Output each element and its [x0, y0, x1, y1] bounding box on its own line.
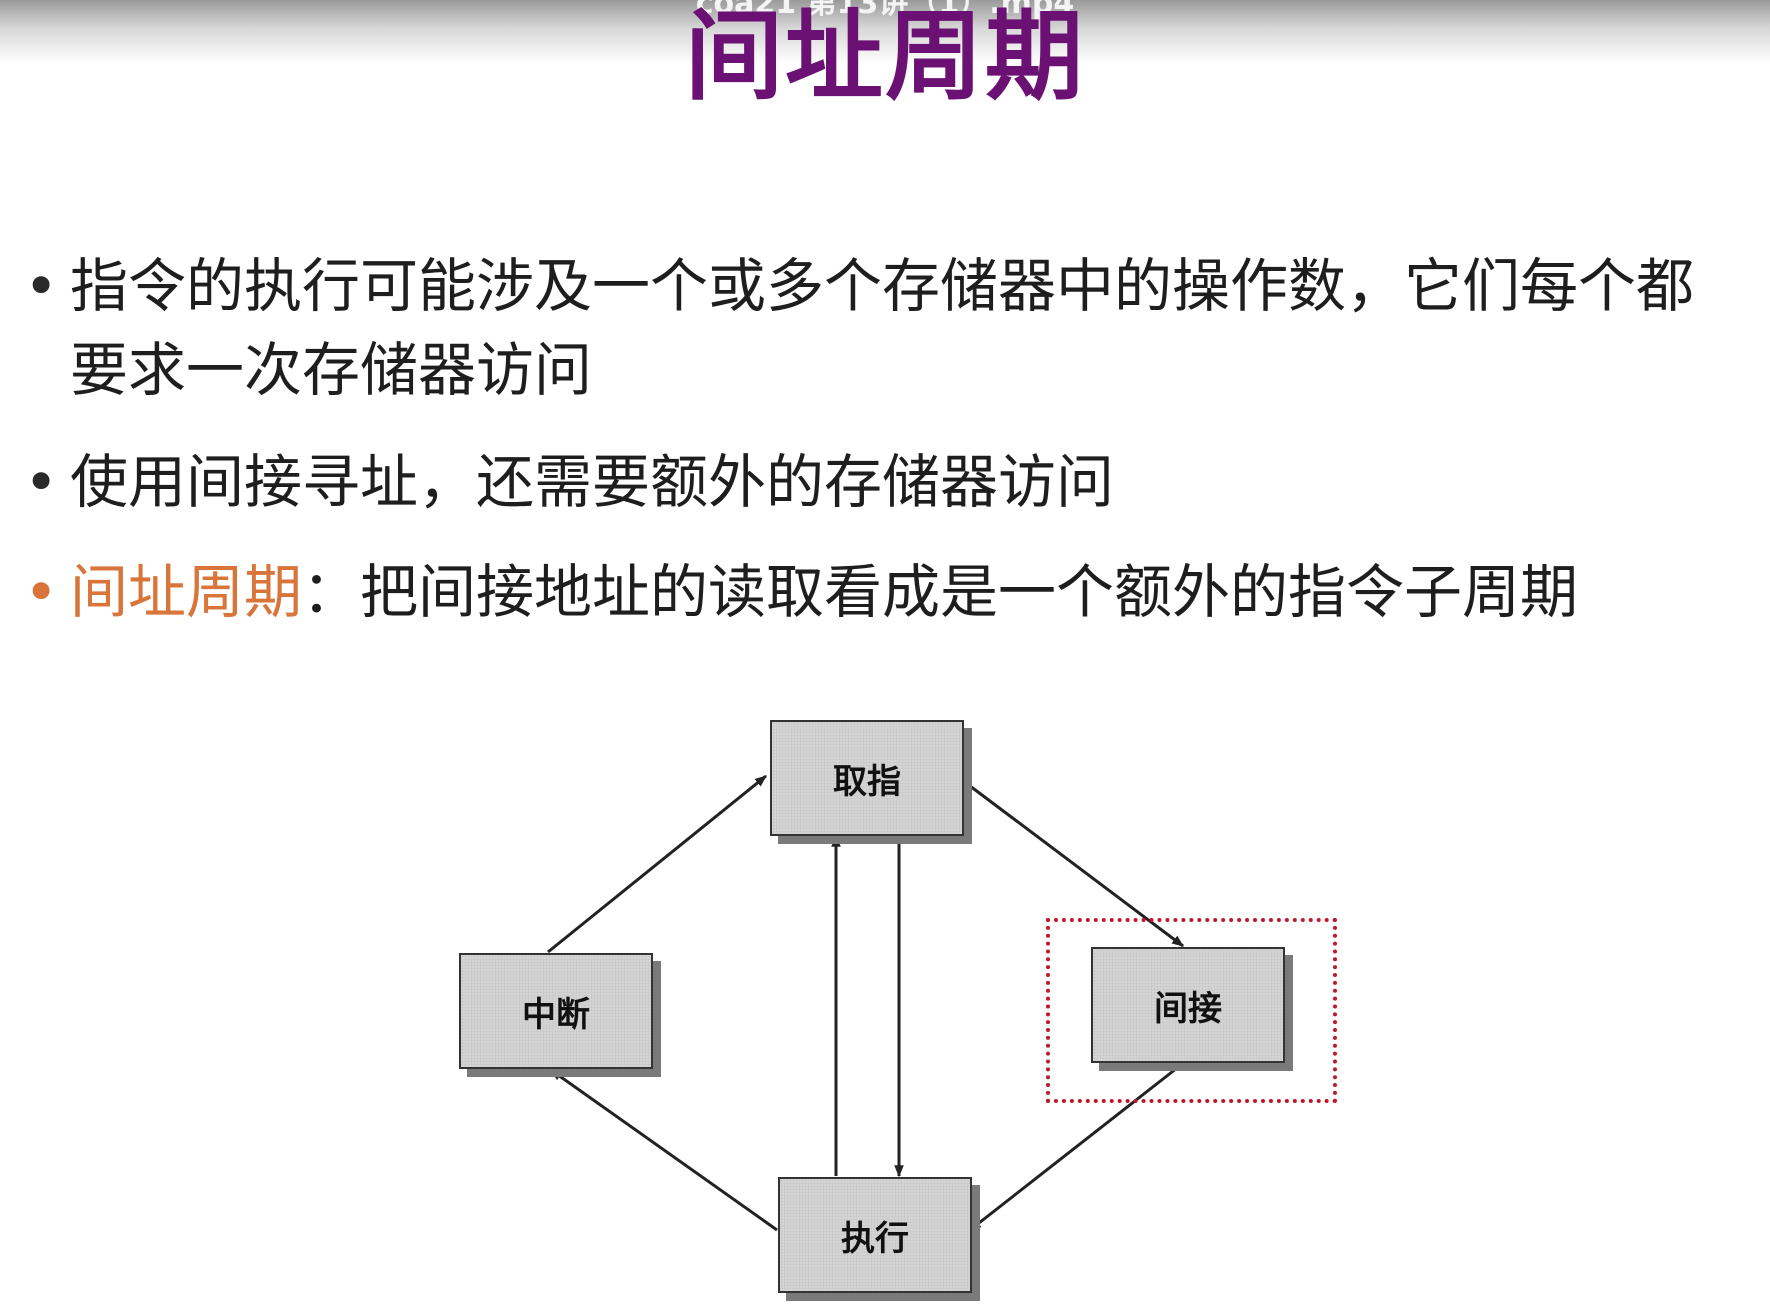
bullet-text: 指令的执行可能涉及一个或多个存储器中的操作数，它们每个都要求一次存储器访问 [70, 252, 1695, 404]
bullet-dot: • [24, 252, 59, 320]
bullet-term: 间址周期 [70, 558, 303, 626]
bullet-item: • 使用间接寻址，还需要额外的存储器访问 [24, 440, 1740, 524]
interrupt-node-label: 中断 [522, 994, 590, 1035]
indirect-node: 间接 [1091, 947, 1285, 1063]
bullet-dot: • [24, 448, 59, 516]
interrupt-node: 中断 [459, 953, 653, 1069]
bullet-text: ：把间接地址的读取看成是一个额外的指令子周期 [302, 558, 1579, 626]
slide-title: 间址周期 [684, 0, 1085, 114]
execute-node: 执行 [778, 1177, 972, 1293]
bullet-text: 使用间接寻址，还需要额外的存储器访问 [70, 448, 1115, 516]
bullet-item: • 间址周期：把间接地址的读取看成是一个额外的指令子周期 [24, 550, 1740, 634]
fetch-node-label: 取指 [833, 761, 901, 802]
execute-node-label: 执行 [841, 1218, 909, 1259]
arrow-indirect-to-execute [969, 1059, 1187, 1232]
indirect-node-label: 间接 [1154, 988, 1222, 1029]
bullet-item: • 指令的执行可能涉及一个或多个存储器中的操作数，它们每个都要求一次存储器访问 [24, 244, 1740, 412]
video-top-bar: coa21 第13讲（1）.mp4 [0, 0, 1770, 64]
indirect-highlight-box [1046, 918, 1337, 1103]
bullet-dot: • [24, 558, 59, 626]
video-caption: coa21 第13讲（1）.mp4 [695, 0, 1075, 21]
arrow-execute-to-interrupt [550, 1068, 778, 1232]
fetch-node: 取指 [770, 720, 964, 836]
arrow-interrupt-to-fetch [547, 774, 767, 954]
